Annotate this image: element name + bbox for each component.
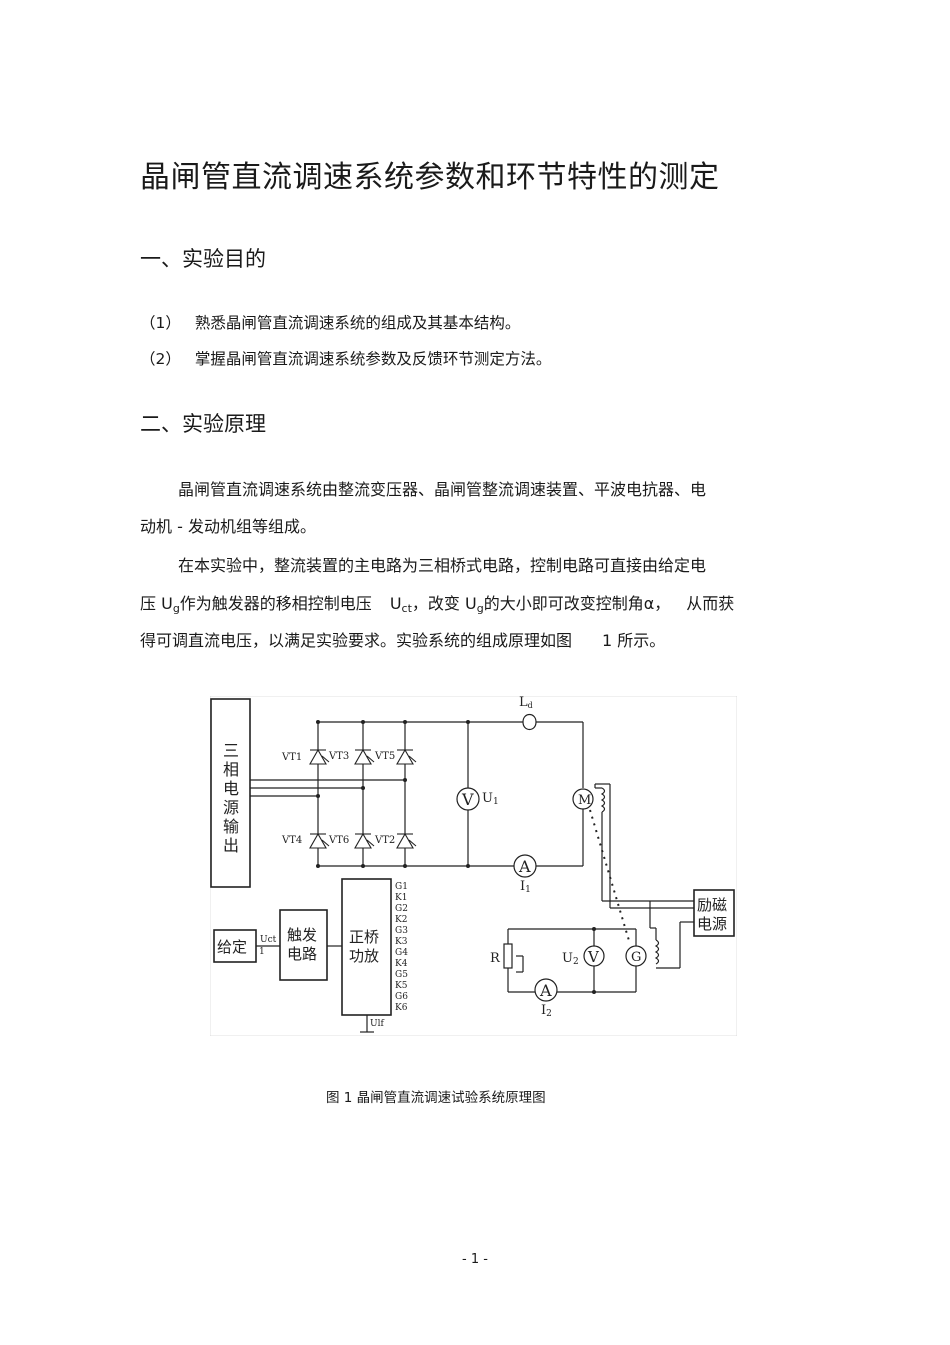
thyristor-label: VT2 [374, 835, 395, 846]
svg-text:K5: K5 [395, 981, 408, 991]
svg-text:K3: K3 [395, 937, 408, 947]
svg-text:功放: 功放 [349, 947, 379, 965]
list-item: （2） 掌握晶闸管直流调速系统参数及反馈环节测定方法。 [140, 347, 551, 369]
svg-text:K4: K4 [395, 959, 408, 969]
svg-text:Ld: Ld [519, 696, 533, 710]
thyristor-label: VT3 [328, 751, 349, 762]
svg-text:给定: 给定 [217, 938, 247, 956]
svg-text:G: G [631, 950, 641, 965]
svg-text:K1: K1 [395, 893, 407, 903]
svg-text:源: 源 [223, 798, 239, 817]
voltmeter-circle [456, 787, 480, 811]
svg-text:G1: G1 [395, 882, 408, 892]
section-heading-objectives: 一、实验目的 [140, 247, 266, 271]
paragraph-line: 晶闸管直流调速系统由整流变压器、晶闸管整流调速装置、平波电抗器、电 [178, 480, 707, 499]
svg-text:U1: U1 [482, 791, 499, 807]
svg-text:I1: I1 [520, 879, 531, 895]
svg-text:三: 三 [223, 741, 239, 760]
thyristor-label: VT6 [328, 835, 349, 846]
svg-text:G5: G5 [395, 970, 408, 980]
list-item: （1） 熟悉晶闸管直流调速系统的组成及其基本结构。 [140, 311, 520, 333]
section-heading-principle: 二、实验原理 [140, 412, 266, 436]
thyristor-label: VT5 [374, 751, 395, 762]
svg-text:G4: G4 [395, 948, 408, 958]
svg-text:M: M [578, 793, 591, 808]
paragraph-line: 在本实验中，整流装置的主电路为三相桥式电路，控制电路可直接由给定电 [178, 556, 707, 575]
svg-text:Uct: Uct [260, 935, 277, 945]
figure-caption: 图 1 晶闸管直流调速试验系统原理图 [326, 1090, 546, 1106]
svg-text:G3: G3 [395, 926, 408, 936]
svg-text:I2: I2 [541, 1003, 552, 1019]
svg-text:G2: G2 [395, 904, 408, 914]
svg-text:K6: K6 [395, 1003, 408, 1013]
svg-text:电源: 电源 [697, 915, 727, 933]
svg-text:出: 出 [223, 836, 239, 855]
thyristor-label: VT4 [281, 835, 302, 846]
svg-text:电路: 电路 [287, 945, 317, 963]
thyristor-label: VT1 [281, 752, 302, 763]
svg-text:A: A [539, 981, 552, 1000]
svg-text:A: A [518, 857, 531, 876]
svg-text:触发: 触发 [287, 926, 317, 944]
list-number: （1） [140, 314, 181, 332]
list-text: 掌握晶闸管直流调速系统参数及反馈环节测定方法。 [194, 350, 552, 368]
page-title: 晶闸管直流调速系统参数和环节特性的测定 [140, 160, 720, 195]
svg-text:正桥: 正桥 [349, 928, 379, 946]
svg-text:1: 1 [259, 947, 265, 957]
list-text: 熟悉晶闸管直流调速系统的组成及其基本结构。 [194, 314, 521, 332]
svg-text:Ulf: Ulf [370, 1019, 384, 1029]
svg-text:R: R [490, 951, 501, 966]
paragraph-line: 动机 - 发动机组等组成。 [140, 517, 316, 536]
svg-text:V: V [461, 790, 474, 809]
list-number: （2） [140, 350, 181, 368]
circuit-diagram: 三 相 电 源 输 出 VT1 VT3 VT5 VT4 VT6 VT2 V U1… [210, 696, 737, 1036]
svg-text:输: 输 [223, 817, 239, 836]
svg-text:K2: K2 [395, 915, 407, 925]
svg-text:G6: G6 [395, 992, 408, 1002]
svg-text:V: V [587, 948, 600, 966]
page-number: - 1 - [462, 1252, 488, 1267]
svg-text:电: 电 [223, 779, 239, 798]
svg-text:励磁: 励磁 [697, 896, 727, 914]
svg-text:相: 相 [223, 760, 239, 779]
svg-text:U2: U2 [562, 951, 579, 967]
